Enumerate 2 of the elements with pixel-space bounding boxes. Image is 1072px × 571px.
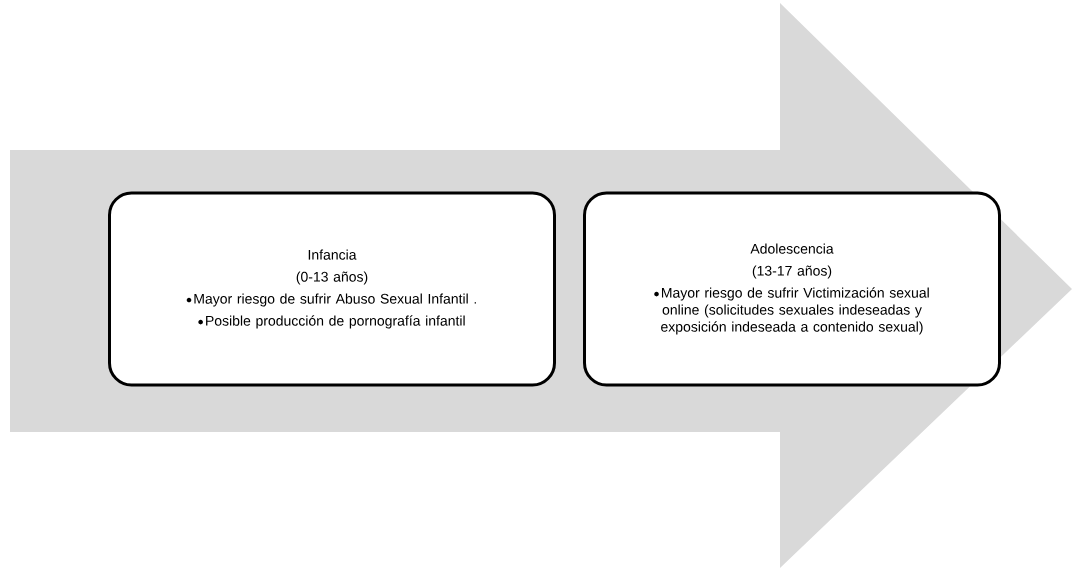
rounded-box: Adolescencia (13-17 años) Mayor riesgo de sufrir Victimización sexual online (solicitudes sexuales indeseadas y exposición indeseada a contenido sexual) [583, 191, 1001, 387]
rounded-box: Infancia (0-13 años) Mayor riesgo de sufrir Abuso Sexual Infantil . Posible producción de pornografía infantil [108, 191, 556, 387]
